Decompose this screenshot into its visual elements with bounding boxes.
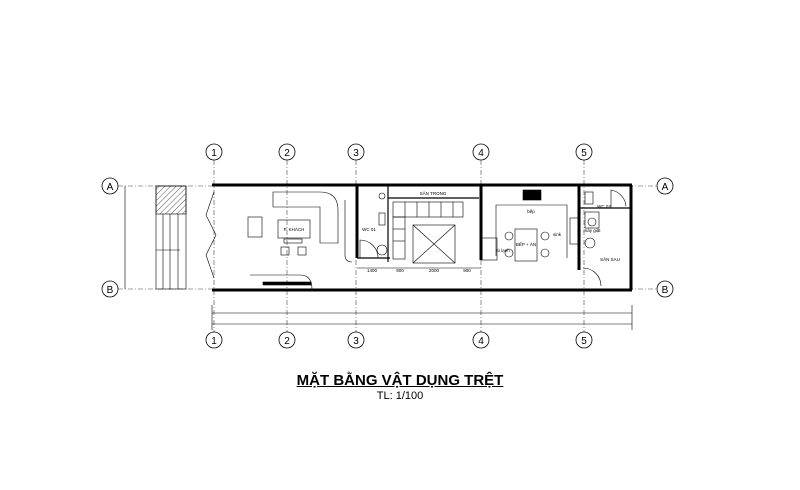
room-label-wc2: WC 02 [597, 204, 611, 209]
dimension: 900 [463, 268, 471, 273]
grid-row-label: A [662, 182, 669, 193]
grid-col-label: 1 [211, 336, 217, 347]
grid-col-label: 2 [284, 148, 290, 159]
dimension: 900 [396, 268, 404, 273]
grid-col-label: 1 [211, 148, 217, 159]
grid-col-label: 4 [478, 336, 484, 347]
room-label-kitchen: BẾP + ĂN [516, 241, 536, 247]
label-sink: sink [553, 232, 562, 237]
grid-col-label: 3 [353, 148, 359, 159]
grid-row-label: A [107, 182, 114, 193]
grid-row-label: B [662, 285, 669, 296]
grid-row-label: B [107, 285, 114, 296]
label-stove: bếp [527, 209, 535, 214]
label-washer: máy giặt [583, 228, 601, 233]
drawing-scale: TL: 1/100 [376, 390, 424, 402]
room-label-back-yard: SÂN SAU [600, 256, 620, 262]
grid-col-label: 5 [581, 148, 587, 159]
label-fridge: tủ lạnh [496, 247, 510, 253]
room-label-wc1: WC 01 [362, 227, 376, 232]
room-label-living: P. KHÁCH [284, 226, 305, 232]
grid-bubbles [101, 143, 674, 349]
room-label-inner-yard: SÂN TRONG [420, 190, 447, 196]
drawing-title: MẶT BẰNG VẬT DỤNG TRỆT [296, 372, 504, 389]
grid-col-label: 4 [478, 148, 484, 159]
grid-col-label: 2 [284, 336, 290, 347]
grid-col-label: 3 [353, 336, 359, 347]
dimension: 1400 [367, 268, 378, 273]
dimension: 2000 [429, 268, 440, 273]
grid-col-label: 5 [581, 336, 587, 347]
